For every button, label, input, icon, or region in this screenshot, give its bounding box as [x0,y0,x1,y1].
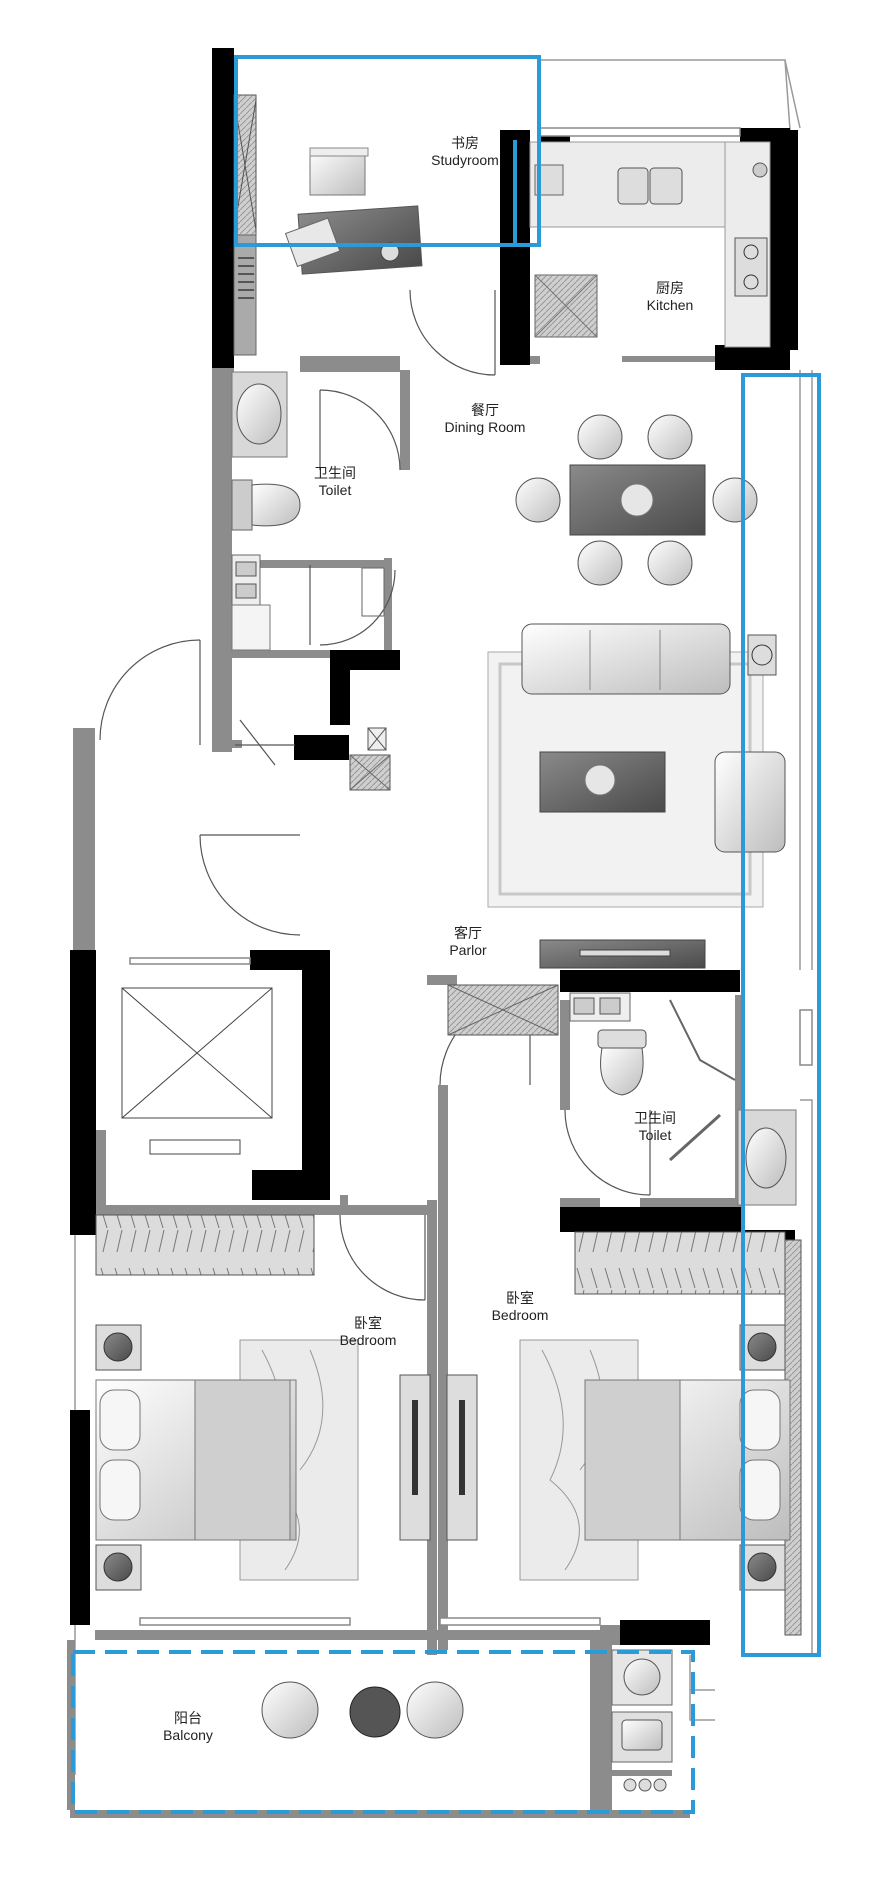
label-toilet1-cn: 卫生间 [314,465,356,481]
label-studyroom-cn: 书房 [450,135,479,151]
label-toilet1: 卫生间 Toilet [314,465,356,499]
right-strip-highlight [741,373,821,1657]
elevator-shaft [96,987,273,1210]
highlight-outlines [71,55,821,1814]
label-kitchen-en: Kitchen [646,297,694,313]
toilet1-fixtures [231,371,385,651]
walls [70,48,798,1645]
label-balcony: 阳台 Balcony [163,1710,213,1744]
label-dining-en: Dining Room [444,419,526,435]
label-parlor: 客厅 Parlor [449,925,486,959]
label-bedroom2-cn: 卧室 [506,1290,534,1306]
balcony-highlight [71,1650,695,1814]
sliding-doors [399,1374,478,1541]
label-studyroom: 书房 Studyroom [431,135,499,169]
studyroom-highlight [234,55,541,247]
label-kitchen: 厨房 Kitchen [647,280,694,314]
bedroom2-furniture [519,1324,791,1591]
label-dining: 餐厅 Dining Room [445,402,526,436]
label-kitchen-cn: 厨房 [655,280,684,296]
label-balcony-en: Balcony [163,1727,213,1743]
kitchen-furniture [529,141,771,348]
label-parlor-en: Parlor [449,942,487,958]
label-toilet1-en: Toilet [318,482,352,498]
label-dining-cn: 餐厅 [471,402,499,418]
label-toilet2-en: Toilet [638,1127,672,1143]
label-bedroom2-en: Bedroom [491,1307,549,1323]
label-bedroom2: 卧室 Bedroom [492,1290,549,1324]
balcony-furniture [261,1649,673,1792]
toilet2-fixtures [569,992,797,1206]
dining-furniture [515,414,758,586]
label-bedroom1-en: Bedroom [339,1332,397,1348]
study-furniture [233,94,423,356]
label-toilet2-cn: 卫生间 [634,1110,676,1126]
windows [129,127,813,1626]
parlor-furniture [349,623,786,1036]
partitions [67,48,745,1818]
label-studyroom-en: Studyroom [431,152,499,168]
label-parlor-cn: 客厅 [453,925,482,941]
bedroom1-furniture [95,1324,359,1591]
label-bedroom1-cn: 卧室 [354,1315,382,1331]
label-balcony-cn: 阳台 [174,1710,202,1726]
label-toilet2: 卫生间 Toilet [634,1110,676,1144]
label-bedroom1: 卧室 Bedroom [340,1315,397,1349]
